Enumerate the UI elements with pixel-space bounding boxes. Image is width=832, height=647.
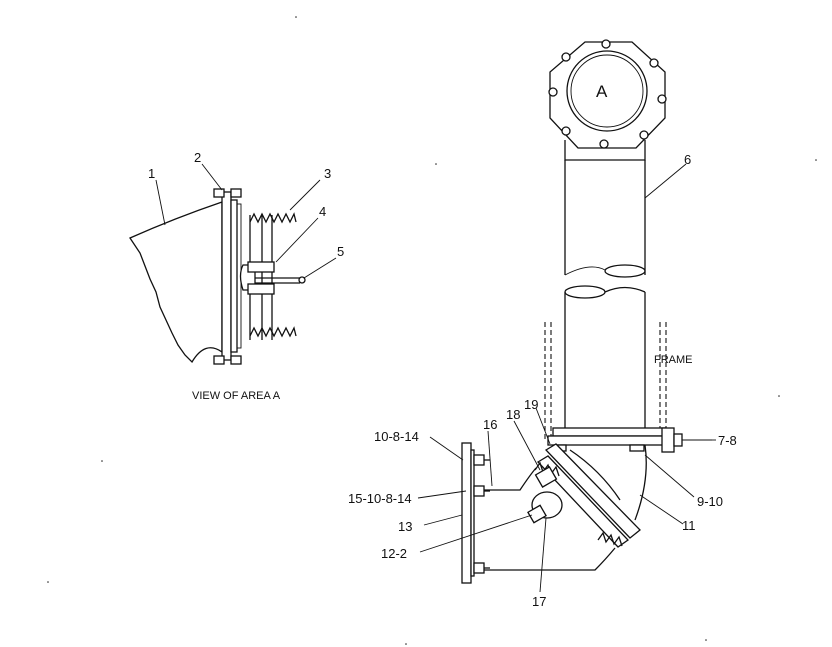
callout-19: 19 — [524, 397, 538, 412]
lower-pipe-top — [564, 285, 606, 299]
bolt-top — [213, 188, 225, 198]
elbow-part-11 — [569, 444, 647, 521]
angled-flange — [544, 443, 641, 539]
callout-10-8-14: 10-8-14 — [374, 429, 419, 444]
callout-16: 16 — [483, 417, 497, 432]
pipe-section-part-1 — [129, 201, 223, 364]
callout-11: 11 — [682, 518, 696, 533]
plate-part-13 — [461, 442, 472, 584]
area-a-marker: A — [596, 82, 608, 101]
frame-label: FRAME — [654, 354, 693, 366]
spring-top — [249, 212, 297, 224]
callout-15-10-8-14: 15-10-8-14 — [348, 491, 412, 506]
callout-3: 3 — [324, 166, 331, 181]
flange-plate — [221, 191, 232, 361]
callout-17: 17 — [532, 594, 546, 609]
area-a-detail-view — [129, 163, 337, 365]
callout-18: 18 — [506, 407, 520, 422]
callout-2: 2 — [194, 150, 201, 165]
callout-1: 1 — [148, 166, 155, 181]
cap-a — [566, 50, 648, 132]
mounting-bracket — [552, 427, 666, 437]
callout-7-8: 7-8 — [718, 433, 737, 448]
view-caption: VIEW OF AREA A — [192, 390, 281, 402]
bolt-bottom — [213, 355, 225, 365]
callout-13: 13 — [398, 519, 412, 534]
callout-9-10: 9-10 — [697, 494, 723, 509]
exhaust-assembly: A — [461, 39, 712, 584]
callout-5: 5 — [337, 244, 344, 259]
spring-bottom — [249, 326, 297, 338]
upper-pipe-part-6 — [564, 160, 646, 275]
callout-12-2: 12-2 — [381, 546, 407, 561]
gasket-strip — [230, 199, 238, 353]
callout-4: 4 — [319, 204, 326, 219]
lower-pipe — [564, 286, 646, 428]
callout-6: 6 — [684, 152, 691, 167]
outlet-pipe-part-16 — [470, 467, 616, 571]
